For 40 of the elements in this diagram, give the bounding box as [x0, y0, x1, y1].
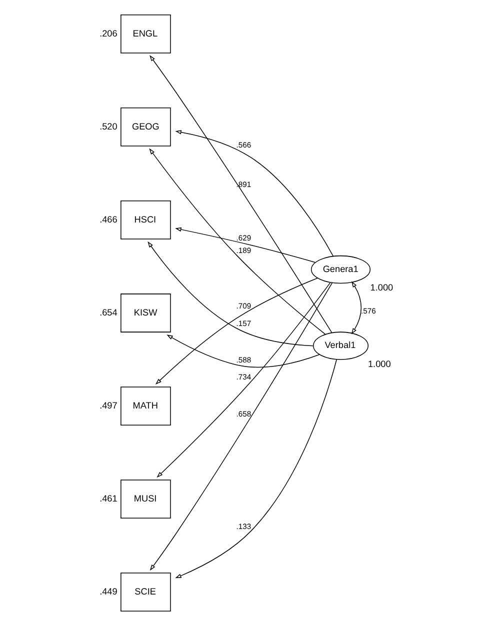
- node-label: .520: [99, 121, 117, 132]
- node-ellipse: Genera1: [310, 255, 370, 284]
- node-label: .449: [99, 586, 117, 596]
- arrow: [174, 130, 334, 257]
- node-box: MATH: [120, 386, 170, 426]
- node-label: .461: [99, 493, 117, 504]
- edge-label: .734: [236, 372, 251, 382]
- edge-label: .157: [236, 318, 251, 328]
- arrow: [149, 55, 332, 334]
- node-box: GEOG: [120, 108, 170, 146]
- node-label: .206: [99, 28, 117, 38]
- edge-label: .629: [236, 234, 251, 243]
- node-label: .466: [99, 214, 117, 224]
- node-ellipse: Verbal1: [312, 332, 368, 360]
- node-label: 1.000: [370, 282, 393, 293]
- node-box: HSCI: [120, 200, 170, 240]
- node-box: MUSI: [120, 480, 170, 518]
- arrow: [156, 282, 330, 478]
- edge-label: .658: [236, 410, 251, 419]
- edge-label: .576: [360, 306, 376, 316]
- edge-label: .133: [236, 522, 251, 531]
- arrow: [174, 227, 315, 263]
- edge-label: .709: [236, 301, 251, 310]
- node-box: ENGL: [120, 14, 170, 54]
- node-box: SCIE: [120, 572, 170, 612]
- arrow: [147, 241, 314, 346]
- node-label: .497: [99, 400, 117, 410]
- arrow: [174, 359, 337, 578]
- arrow: [350, 281, 362, 334]
- edge-label: .566: [236, 140, 251, 150]
- arrow: [149, 282, 332, 571]
- arrow: [148, 148, 326, 335]
- edge-label: .189: [236, 246, 251, 255]
- arrow: [154, 278, 318, 385]
- arrow: [166, 334, 320, 368]
- node-label: 1.000: [367, 358, 390, 369]
- edge-label: .588: [236, 356, 251, 365]
- edge-label: .891: [236, 180, 251, 190]
- node-box: KISW: [120, 294, 170, 332]
- node-label: .654: [99, 307, 117, 318]
